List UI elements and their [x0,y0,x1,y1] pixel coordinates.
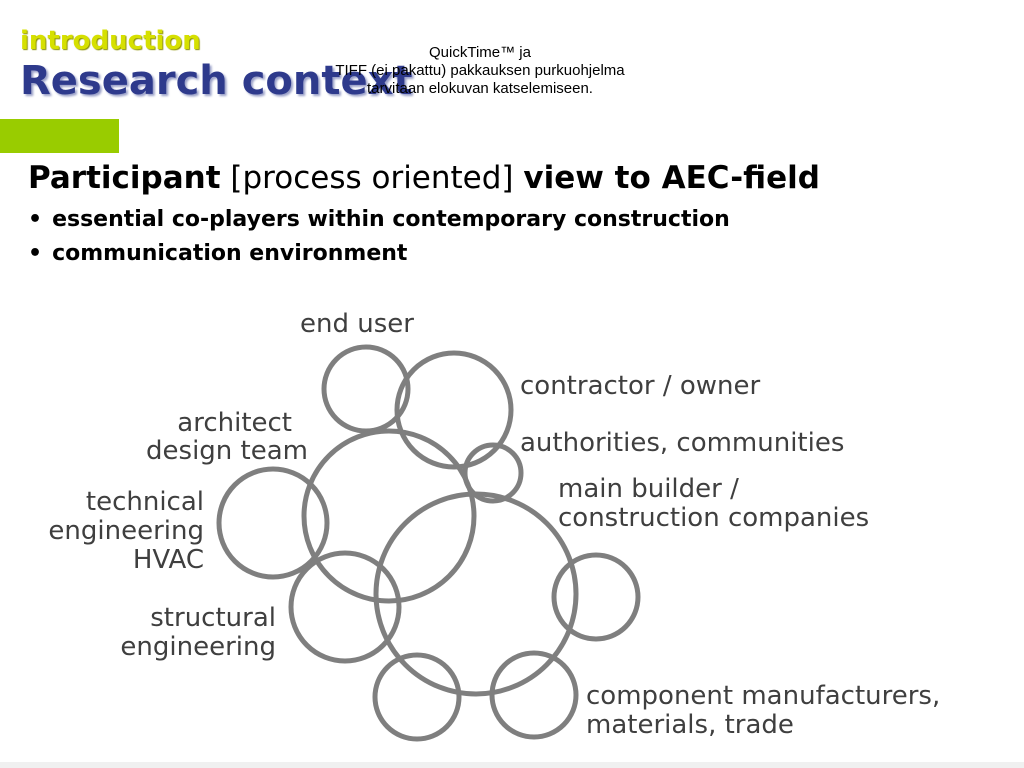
label-architect-line: design team [146,436,308,466]
bullet-item: essential co-players within contemporary… [28,205,730,239]
circle-architect [301,428,477,604]
circle-right-small [551,552,641,642]
circle-bottom-left [372,652,462,742]
label-end-user: end user [300,309,414,339]
notice-line: tarvitaan elokuvan katselemiseen. [367,80,593,97]
label-architect-line: architect [177,408,292,438]
circle-technical [216,466,330,580]
bullet-list: essential co-players within contemporary… [28,205,730,273]
label-technical-line: technical [86,487,204,517]
notice-line: TIFF (ei pakattu) pakkauksen purkuohjelm… [335,62,625,79]
label-main-builder-line: construction companies [558,503,869,533]
label-structural-line: engineering [120,632,276,662]
notice-line: QuickTime™ ja [429,44,531,61]
circles [216,344,641,742]
section-kicker: introduction [20,26,201,56]
slide-title: Research context [20,58,413,104]
accent-bar [0,119,119,153]
quicktime-missing-decompressor-notice: QuickTime™ ja TIFF (ei pakattu) pakkauks… [270,44,690,98]
circle-end-user [321,344,411,434]
circle-structural [288,550,402,664]
label-component-line: materials, trade [586,710,794,740]
circle-main-builder [373,491,579,697]
labels: end user contractor / owner authorities,… [48,309,940,740]
label-technical-line: engineering [48,516,204,546]
co-players-circle-diagram: end user contractor / owner authorities,… [48,309,940,742]
label-structural-line: structural [150,603,276,633]
label-contractor-owner: contractor / owner [520,371,761,401]
subtitle-part: view to AEC-field [523,160,820,196]
label-component-line: component manufacturers, [586,681,940,711]
circle-component [489,650,579,740]
slide-subtitle: Participant [process oriented] view to A… [28,160,820,196]
bottom-strip [0,762,1024,768]
label-authorities: authorities, communities [520,428,844,458]
label-technical-line: HVAC [133,545,204,575]
circle-contractor-owner [394,350,514,470]
subtitle-part: [process oriented] [230,160,514,196]
subtitle-part: Participant [28,160,221,196]
bullet-item: communication environment [28,239,730,273]
label-main-builder-line: main builder / [558,474,739,504]
